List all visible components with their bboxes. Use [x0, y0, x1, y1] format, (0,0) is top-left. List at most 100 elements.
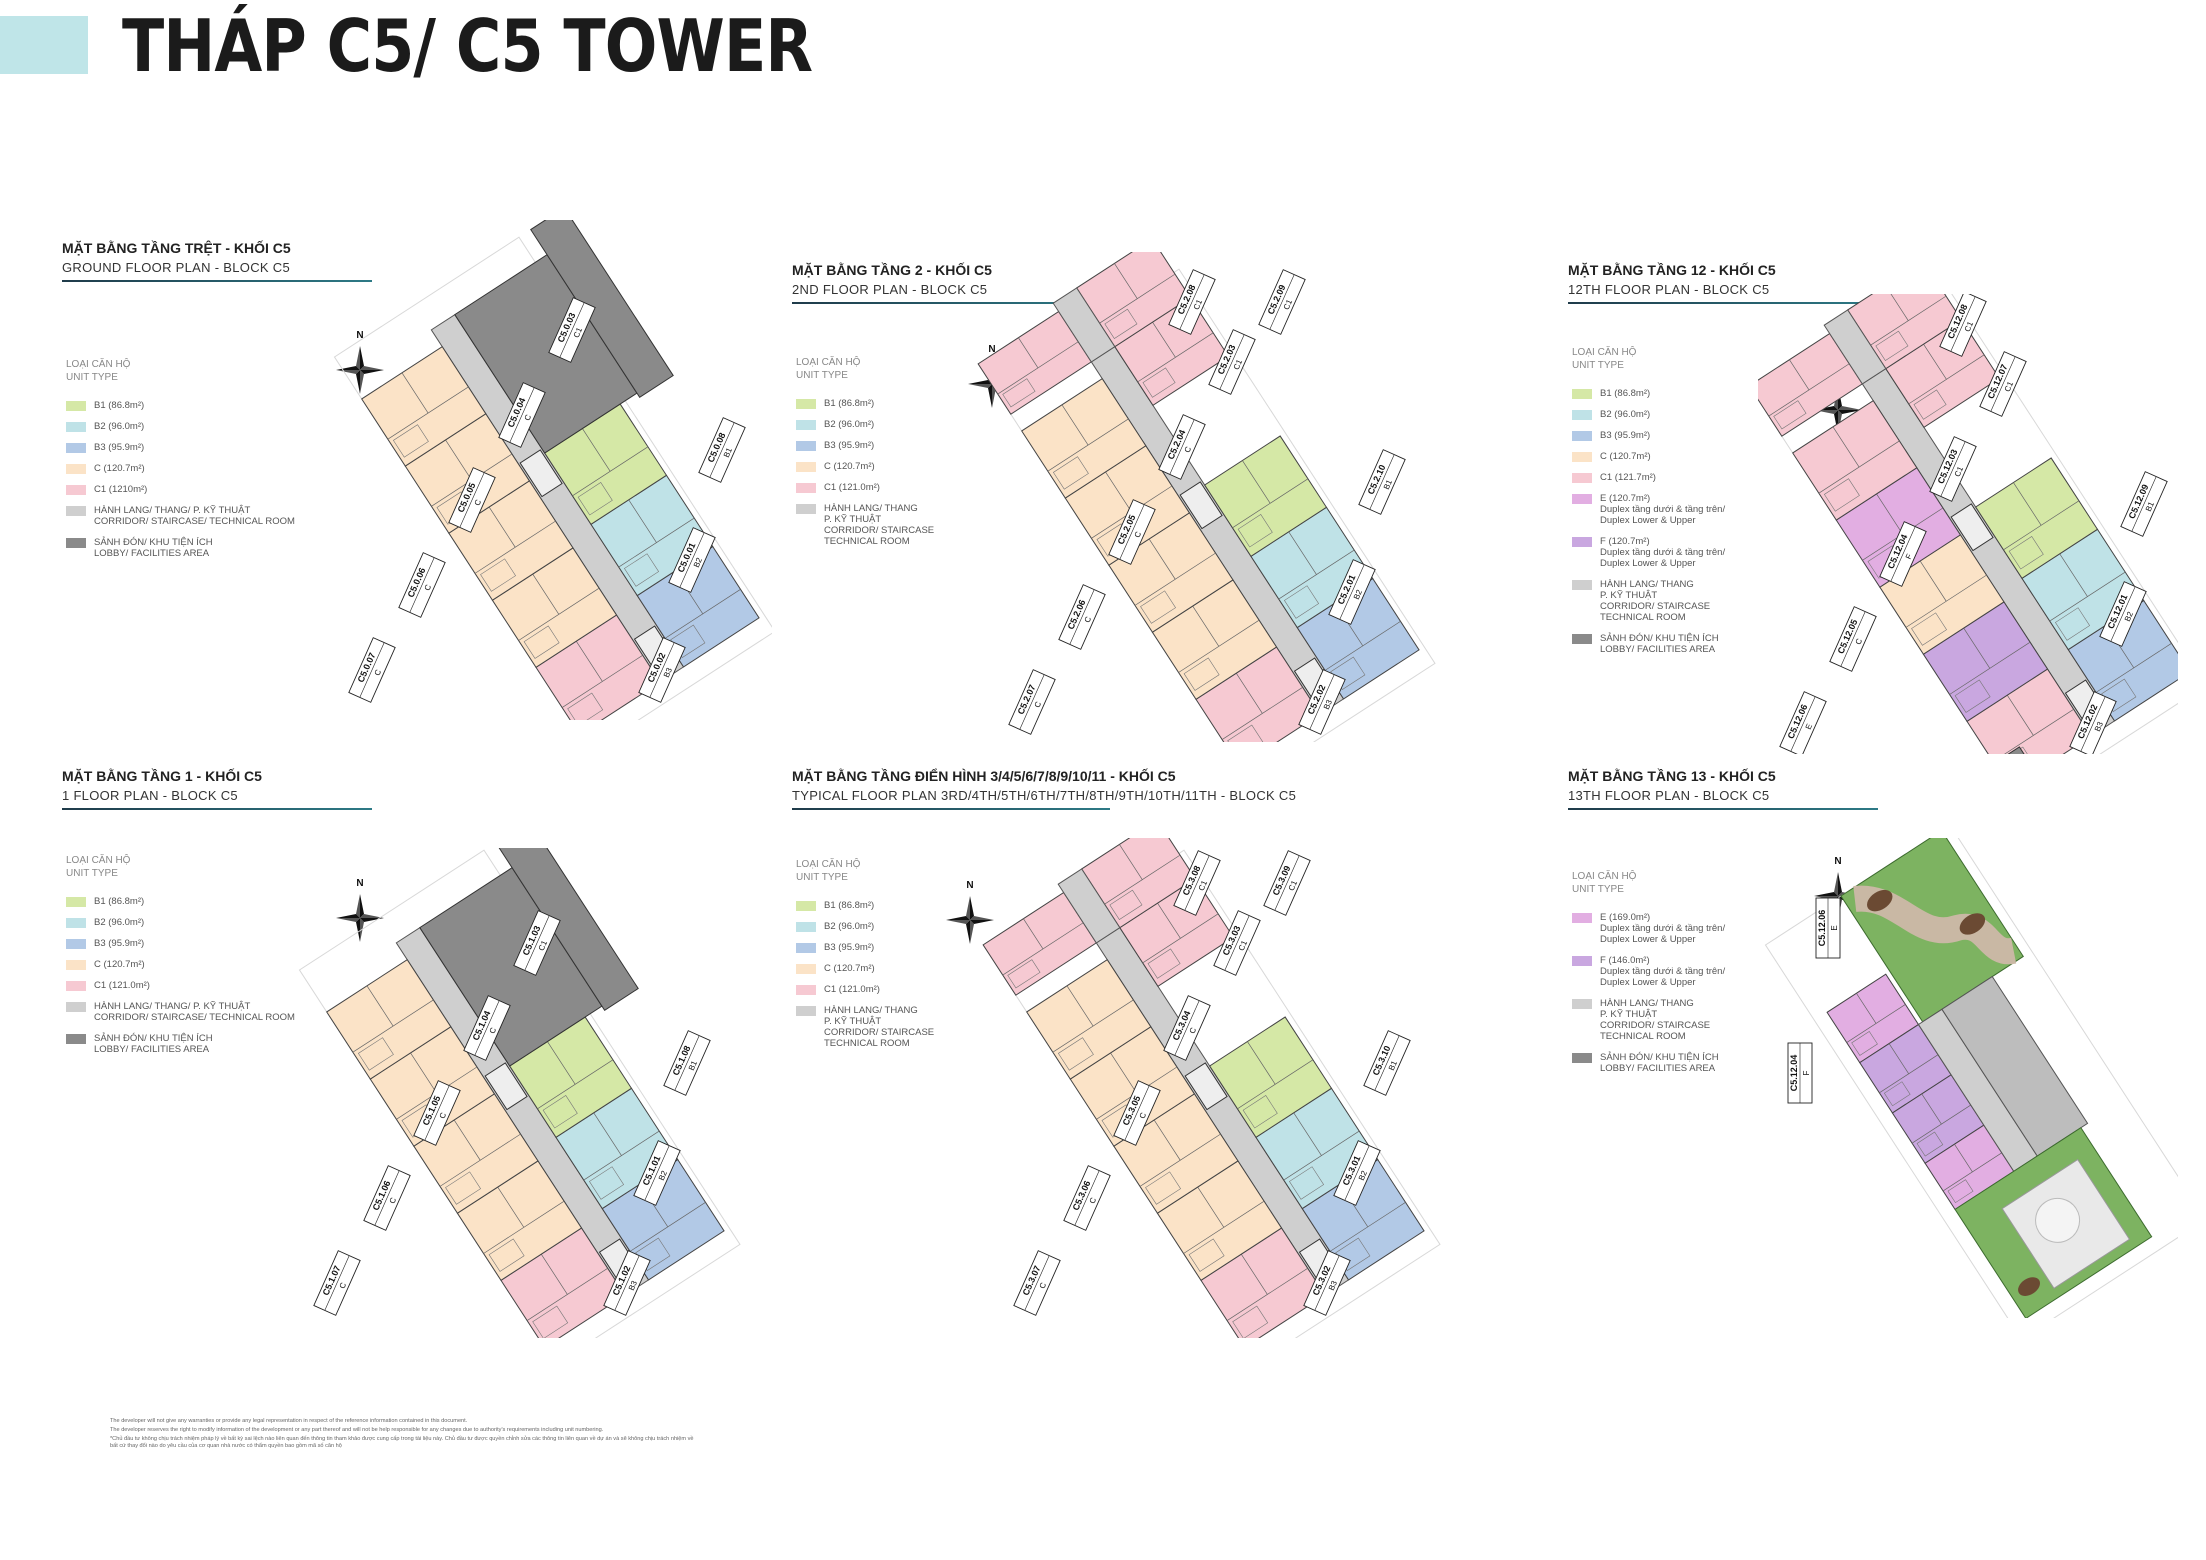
panel-title: MẶT BẰNG TẦNG 1 - KHỐI C5 [62, 768, 262, 784]
compass-north-label: N [988, 344, 995, 355]
unit-tag: C5.2.07C [1008, 669, 1056, 735]
legend-swatch [1572, 452, 1592, 462]
legend-swatch [66, 443, 86, 453]
legend-label: SẢNH ĐÓN/ KHU TIỆN ÍCH LOBBY/ FACILITIES… [1600, 633, 1719, 655]
unit-tag-type: C1 [1282, 298, 1295, 312]
legend-item: C (120.7m²) [66, 959, 306, 970]
unit-tag-type: C [1083, 615, 1094, 624]
legend-label: F (120.7m²) Duplex tầng dưới & tầng trên… [1600, 536, 1726, 569]
legend-item: B2 (96.0m²) [796, 419, 1036, 430]
unit-tag-type: B2 [2123, 610, 2135, 623]
legend-label: SẢNH ĐÓN/ KHU TIỆN ÍCH LOBBY/ FACILITIES… [1600, 1052, 1719, 1074]
legend-label: C1 (121.0m²) [824, 482, 880, 493]
panel-rule [1568, 808, 1878, 810]
legend-swatch [1572, 431, 1592, 441]
legend-swatch [796, 1006, 816, 1016]
legend-swatch [1572, 473, 1592, 483]
legend-item: B3 (95.9m²) [66, 442, 306, 453]
unit-tag-type: C [423, 583, 434, 592]
legend-label: B1 (86.8m²) [94, 400, 145, 411]
legend-item: B3 (95.9m²) [796, 942, 1036, 953]
panel-subtitle: 2ND FLOOR PLAN - BLOCK C5 [792, 282, 988, 297]
panel-ground-floor: MẶT BẰNG TẦNG TRỆT - KHỐI C5 GROUND FLOO… [62, 220, 792, 740]
panel-rule [792, 808, 1110, 810]
legend-label: HÀNH LANG/ THANG P. KỸ THUẬT CORRIDOR/ S… [1600, 998, 1711, 1042]
legend-swatch [1572, 410, 1592, 420]
legend-swatch [796, 483, 816, 493]
legend-label: B2 (96.0m²) [94, 421, 145, 432]
unit-tag: C5.3.06C [1063, 1165, 1111, 1231]
legend-item: SẢNH ĐÓN/ KHU TIỆN ÍCH LOBBY/ FACILITIES… [1572, 1052, 1812, 1074]
unit-tag-type: B3 [662, 666, 674, 679]
unit-tag-type: F [1904, 552, 1914, 560]
unit-tag-type: C [1033, 700, 1044, 709]
legend-label: B2 (96.0m²) [94, 917, 145, 928]
panel-rule [62, 808, 372, 810]
unit-tag-type: C [438, 1111, 449, 1120]
legend-label: B1 (86.8m²) [824, 900, 875, 911]
legend-item: HÀNH LANG/ THANG/ P. KỸ THUẬT CORRIDOR/ … [66, 1001, 306, 1023]
legend-label: B3 (95.9m²) [94, 442, 145, 453]
unit-tag-type: C [1854, 637, 1865, 646]
unit-tag: C5.0.06C [398, 552, 446, 618]
legend-swatch [796, 462, 816, 472]
legend-label: C1 (121.0m²) [94, 980, 150, 991]
panel-13th-floor: MẶT BẰNG TẦNG 13 - KHỐI C5 13TH FLOOR PL… [1568, 768, 2206, 1318]
panel-12th-floor: MẶT BẰNG TẦNG 12 - KHỐI C5 12TH FLOOR PL… [1568, 262, 2206, 762]
legend-swatch [66, 1034, 86, 1044]
unit-tag-type: C1 [537, 939, 550, 953]
legend-item: SẢNH ĐÓN/ KHU TIỆN ÍCH LOBBY/ FACILITIES… [1572, 633, 1812, 655]
legend-label: B2 (96.0m²) [1600, 409, 1651, 420]
legend-item: C1 (121.0m²) [66, 980, 306, 991]
unit-tag-type: C [373, 668, 384, 677]
footnote-line: The developer will not give any warranti… [110, 1418, 468, 1424]
unit-tag-type: B1 [1382, 478, 1394, 491]
floor-plan-drawing: C5.3.07CC5.3.06CC5.3.05CC5.3.04CC5.3.03C… [982, 838, 1441, 1338]
unit-tag-type: C1 [1963, 320, 1976, 334]
building-block [361, 220, 760, 720]
legend-item: B3 (95.9m²) [66, 938, 306, 949]
legend-label: HÀNH LANG/ THANG/ P. KỸ THUẬT CORRIDOR/ … [94, 505, 295, 527]
legend-label: HÀNH LANG/ THANG P. KỸ THUẬT CORRIDOR/ S… [824, 503, 935, 547]
footnote-line: *Chủ đầu tư không chịu trách nhiệm pháp … [110, 1436, 694, 1449]
unit-tag-type: C [1138, 1111, 1149, 1120]
legend-item: C1 (121.7m²) [1572, 472, 1812, 483]
legend-label: HÀNH LANG/ THANG P. KỸ THUẬT CORRIDOR/ S… [824, 1005, 935, 1049]
legend-swatch [66, 981, 86, 991]
unit-tag-type: B2 [1357, 1169, 1369, 1182]
legend-label: E (169.0m²) Duplex tầng dưới & tầng trên… [1600, 912, 1726, 945]
unit-tag-type: F [1802, 1070, 1811, 1075]
legend-item: B1 (86.8m²) [796, 900, 1036, 911]
unit-tag-type: C [338, 1281, 349, 1290]
unit-tag-type: B1 [687, 1059, 699, 1072]
legend-label: B1 (86.8m²) [1600, 388, 1651, 399]
unit-tag-type: C1 [2003, 380, 2016, 394]
unit-tag-type: C [488, 1026, 499, 1035]
panel-rule [792, 302, 1102, 304]
legend-label: C (120.7m²) [1600, 451, 1651, 462]
unit-tag-type: C [1183, 445, 1194, 454]
unit-tag-type: C1 [572, 326, 585, 340]
floor-plan-drawing: C5.12.06EC5.12.05CC5.12.04FC5.12.03C1C5.… [1758, 294, 2178, 754]
legend-label: F (146.0m²) Duplex tầng dưới & tầng trên… [1600, 955, 1726, 988]
legend-swatch [66, 401, 86, 411]
legend-label: B3 (95.9m²) [824, 440, 875, 451]
panel-subtitle: GROUND FLOOR PLAN - BLOCK C5 [62, 260, 290, 275]
legend-item: HÀNH LANG/ THANG P. KỸ THUẬT CORRIDOR/ S… [1572, 998, 1812, 1042]
legend-item: HÀNH LANG/ THANG P. KỸ THUẬT CORRIDOR/ S… [796, 1005, 1036, 1049]
legend-item: E (169.0m²) Duplex tầng dưới & tầng trên… [1572, 912, 1812, 945]
compass-north-label: N [966, 880, 973, 891]
legend-label: SẢNH ĐÓN/ KHU TIỆN ÍCH LOBBY/ FACILITIES… [94, 537, 213, 559]
unit-tag-type: B2 [692, 556, 704, 569]
